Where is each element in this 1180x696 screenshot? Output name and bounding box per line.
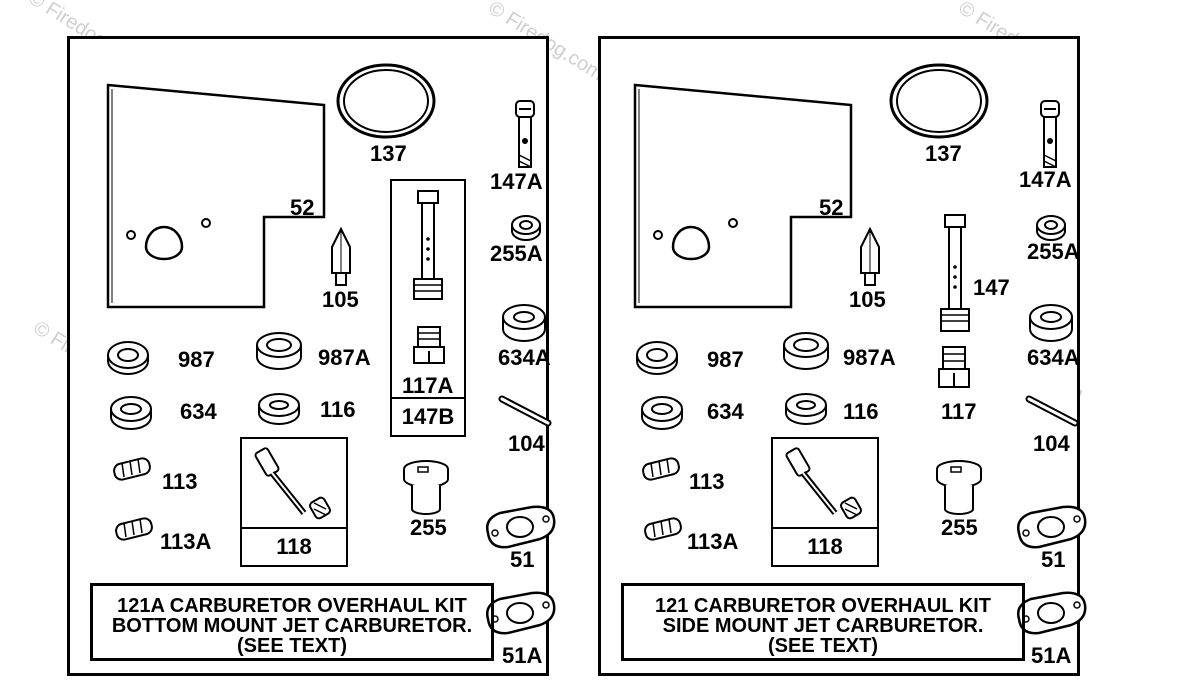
- kit-box-118: 118: [771, 437, 879, 567]
- gasket-plate-52: [633, 83, 853, 309]
- o-ring-137: [889, 63, 989, 139]
- part-label-137: 137: [370, 141, 407, 166]
- part-label-105: 105: [849, 287, 886, 312]
- part-label-113: 113: [162, 469, 198, 494]
- seal-634A: [1029, 304, 1073, 342]
- part-label-147A: 147A: [490, 169, 543, 194]
- kit-label-118: 118: [242, 527, 346, 565]
- caption-line-2: SIDE MOUNT JET CARBURETOR.: [662, 615, 984, 637]
- part-label-987A: 987A: [843, 345, 896, 370]
- flange-gasket-51A: [1017, 591, 1087, 635]
- part-label-255: 255: [941, 515, 978, 540]
- part-label-117A: 117A: [402, 373, 454, 398]
- part-label-51: 51: [1041, 547, 1066, 572]
- part-label-117: 117: [941, 399, 977, 424]
- caption-line-1: 121A CARBURETOR OVERHAUL KIT: [117, 595, 467, 617]
- part-label-255A: 255A: [1027, 239, 1080, 264]
- seal-634A: [502, 304, 546, 342]
- screw-147A: [515, 100, 535, 168]
- flange-gasket-51: [1017, 505, 1087, 549]
- bushing-987A: [783, 332, 829, 370]
- part-label-147A: 147A: [1019, 167, 1072, 192]
- part-label-634: 634: [707, 399, 744, 424]
- caption-line-2: BOTTOM MOUNT JET CARBURETOR.: [111, 615, 473, 637]
- caption-line-1: 121 CARBURETOR OVERHAUL KIT: [655, 595, 991, 617]
- kit-box-118: 118: [240, 437, 348, 567]
- pin-104: [498, 395, 552, 427]
- mixture-screw: [254, 447, 331, 520]
- caption-line-3: (SEE TEXT): [236, 635, 347, 657]
- seal-634: [641, 396, 683, 430]
- washer-987: [636, 341, 678, 375]
- part-label-105: 105: [322, 287, 359, 312]
- jet-117A: [413, 326, 445, 364]
- parts-panel-left: 52 137 147A 105 117A: [67, 36, 556, 676]
- spring-113A: [115, 517, 153, 541]
- gasket-plate-52: [106, 83, 326, 309]
- part-label-113: 113: [689, 469, 725, 494]
- spring-113: [113, 457, 151, 481]
- seal-634: [110, 396, 152, 430]
- part-label-113A: 113A: [687, 529, 739, 554]
- part-label-147: 147: [973, 275, 1010, 300]
- jet-housing-255: [936, 460, 982, 515]
- caption-line-3: (SEE TEXT): [767, 635, 878, 657]
- part-label-51A: 51A: [1031, 643, 1072, 668]
- washer-255A: [511, 215, 541, 241]
- part-label-987: 987: [707, 347, 744, 372]
- o-ring-137: [336, 63, 436, 139]
- screw-147A: [1040, 100, 1060, 168]
- parts-panel-right: 52 137 147A 105 147 255A 987: [598, 36, 1087, 676]
- washer-987: [107, 341, 149, 375]
- part-label-104: 104: [508, 431, 545, 456]
- kit-caption: 121A CARBURETOR OVERHAUL KIT BOTTOM MOUN…: [90, 583, 494, 661]
- part-label-255A: 255A: [490, 241, 543, 266]
- flange-gasket-51: [486, 505, 556, 549]
- part-label-987: 987: [178, 347, 215, 372]
- pin-104: [1025, 395, 1079, 427]
- mixture-screw: [785, 447, 862, 520]
- part-label-116: 116: [843, 399, 879, 424]
- kit-label-147B: 147B: [392, 397, 464, 435]
- washer-116: [258, 393, 300, 425]
- part-label-987A: 987A: [318, 345, 371, 370]
- part-label-137: 137: [925, 141, 962, 166]
- kit-box-147B: 117A 147B: [390, 179, 466, 437]
- jet-housing-255: [403, 460, 449, 515]
- part-label-104: 104: [1033, 431, 1070, 456]
- spring-113A: [644, 517, 682, 541]
- part-label-113A: 113A: [160, 529, 212, 554]
- kit-caption: 121 CARBURETOR OVERHAUL KIT SIDE MOUNT J…: [621, 583, 1025, 661]
- jet-117: [938, 346, 970, 388]
- part-label-51: 51: [510, 547, 535, 572]
- part-label-52: 52: [290, 195, 315, 220]
- part-label-634A: 634A: [498, 345, 551, 370]
- part-label-634: 634: [180, 399, 217, 424]
- part-label-116: 116: [320, 397, 356, 422]
- spring-113: [642, 457, 680, 481]
- inlet-needle-105: [860, 226, 880, 286]
- bushing-987A: [256, 332, 302, 370]
- part-label-634A: 634A: [1027, 345, 1080, 370]
- main-jet-147: [940, 214, 970, 332]
- part-label-255: 255: [410, 515, 447, 540]
- washer-255A: [1036, 215, 1066, 241]
- kit-label-118: 118: [773, 527, 877, 565]
- part-label-52: 52: [819, 195, 844, 220]
- washer-116: [785, 393, 827, 425]
- main-jet-assembly: [413, 190, 443, 300]
- inlet-needle-105: [331, 226, 351, 286]
- part-label-51A: 51A: [502, 643, 543, 668]
